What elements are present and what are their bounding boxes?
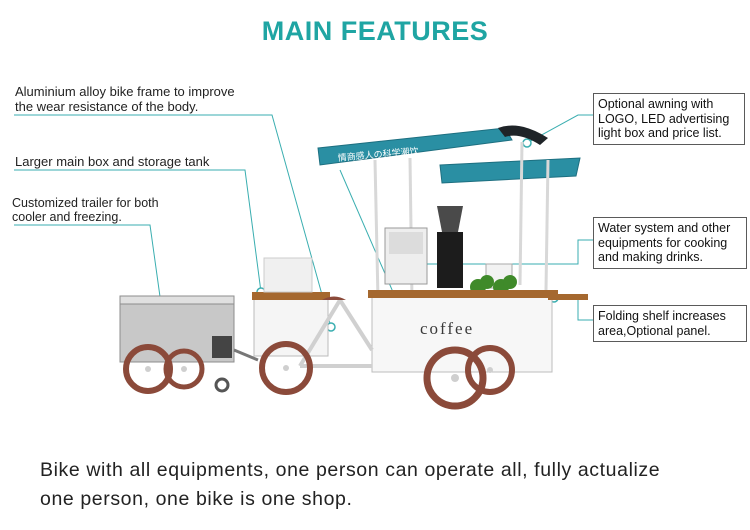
frame-callout: Aluminium alloy bike frame to improve th… [15, 84, 235, 114]
trailer-callout: Customized trailer for both cooler and f… [12, 196, 159, 224]
cart-logo: coffee [420, 319, 474, 338]
water-callout-line2: equipments for cooking [598, 235, 728, 250]
awning-callout-box: Optional awning with LOGO, LED advertisi… [593, 93, 745, 145]
frame-callout-line2: the wear resistance of the body. [15, 99, 199, 114]
folding-shelf-callout-box: Folding shelf increases area,Optional pa… [593, 305, 747, 342]
coffee-bike-illustration: 情商感人の科学潮饮 coffee [14, 114, 593, 410]
shelf-callout-line2: area,Optional panel. [598, 323, 711, 338]
awning-callout-line1: Optional awning with [598, 97, 714, 111]
page-title: MAIN FEATURES [261, 16, 489, 46]
bottom-caption: Bike with all equipments, one person can… [40, 456, 740, 514]
frame-callout-line1: Aluminium alloy bike frame to improve [15, 84, 235, 99]
water-callout-line1: Water system and other [598, 221, 731, 235]
main-box-callout: Larger main box and storage tank [15, 154, 210, 169]
trailer-callout-line1: Customized trailer for both [12, 196, 159, 210]
awning-callout-line3: light box and price list. [598, 126, 722, 140]
shelf-callout-line1: Folding shelf increases [598, 309, 726, 323]
water-system-callout-box: Water system and other equipments for co… [593, 217, 747, 269]
trailer-callout-line2: cooler and freezing. [12, 210, 122, 224]
awning-callout-line2: LOGO, LED advertising [598, 111, 730, 126]
water-callout-line3: and making drinks. [598, 250, 703, 264]
caption-line2: one person, one bike is one shop. [40, 488, 353, 510]
caption-line1: Bike with all equipments, one person can… [40, 459, 661, 481]
